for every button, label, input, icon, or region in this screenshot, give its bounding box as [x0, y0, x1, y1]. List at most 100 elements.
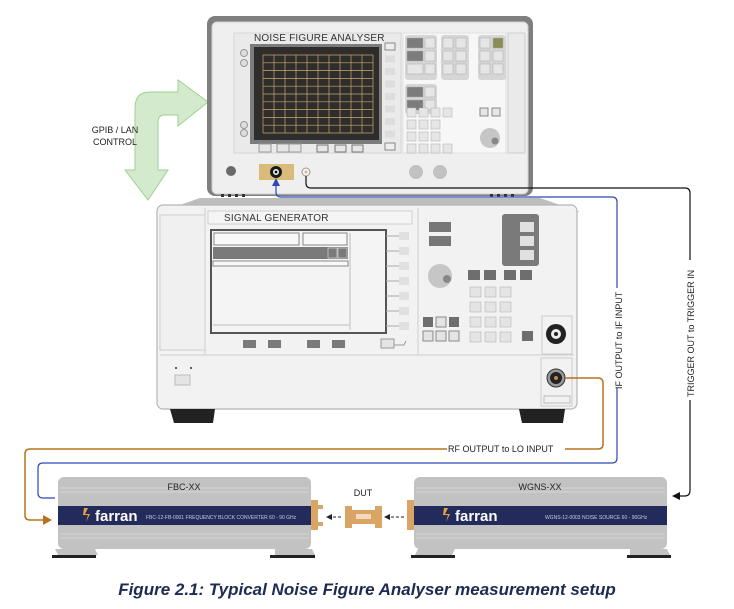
- sg-button[interactable]: [243, 340, 256, 348]
- nfa-key[interactable]: [479, 50, 491, 62]
- nfa-key[interactable]: [424, 99, 436, 111]
- nfa-button[interactable]: [258, 143, 272, 153]
- nfa-rotary-knob[interactable]: [480, 128, 500, 148]
- sg-key[interactable]: [499, 301, 512, 313]
- sg-button[interactable]: [332, 340, 345, 348]
- if-output-label: IF OUTPUT to IF INPUT: [614, 291, 624, 389]
- nfa-key[interactable]: [406, 131, 417, 142]
- sg-key[interactable]: [484, 331, 497, 343]
- nfa-key[interactable]: [418, 143, 429, 154]
- nfa-key[interactable]: [418, 131, 429, 142]
- rf-output-label: RF OUTPUT to LO INPUT: [448, 444, 554, 454]
- fbc-brand-name: farran: [95, 508, 138, 525]
- frequency-block-converter: farran FBC-12-FB-0001 FREQUENCY BLOCK CO…: [52, 477, 323, 558]
- nfa-softkey[interactable]: [384, 42, 396, 51]
- sg-softkey[interactable]: [399, 247, 409, 255]
- sg-button[interactable]: [380, 338, 395, 349]
- dut-label: DUT: [354, 488, 373, 498]
- sg-key[interactable]: [499, 286, 512, 298]
- nfa-key[interactable]: [430, 131, 441, 142]
- sg-key[interactable]: [520, 270, 532, 280]
- diagram-canvas: GPIB / LAN CONTROL: [24, 16, 696, 558]
- sg-softkey[interactable]: [399, 277, 409, 285]
- sg-key[interactable]: [468, 270, 480, 280]
- figure-caption: Figure 2.1: Typical Noise Figure Analyse…: [118, 580, 616, 599]
- nfa-key[interactable]: [406, 143, 417, 154]
- nfa-key[interactable]: [442, 143, 453, 154]
- nfa-key[interactable]: [406, 50, 424, 62]
- nfa-softkey[interactable]: [385, 80, 395, 88]
- nfa-power-button[interactable]: [226, 166, 236, 176]
- nfa-key[interactable]: [430, 119, 441, 130]
- nfa-key[interactable]: [442, 63, 454, 75]
- nfa-key[interactable]: [424, 86, 436, 98]
- nfa-key[interactable]: [406, 86, 424, 98]
- nfa-button[interactable]: [288, 143, 302, 153]
- sg-button[interactable]: [307, 340, 320, 348]
- nfa-arrow-key[interactable]: [491, 107, 501, 117]
- sg-key[interactable]: [469, 301, 482, 313]
- sg-softkey[interactable]: [399, 322, 409, 330]
- nfa-key[interactable]: [479, 37, 491, 49]
- nfa-key[interactable]: [479, 63, 491, 75]
- noise-figure-analyser: NOISE FIGURE ANALYSER: [207, 16, 533, 197]
- sg-button[interactable]: [429, 222, 451, 232]
- nfa-key[interactable]: [455, 37, 467, 49]
- nfa-softkey[interactable]: [385, 55, 395, 63]
- sg-softkey[interactable]: [399, 292, 409, 300]
- nfa-key[interactable]: [492, 37, 504, 49]
- signal-generator: SIGNAL GENERATOR: [156, 198, 580, 423]
- nfa-key[interactable]: [430, 107, 441, 118]
- sg-key[interactable]: [484, 286, 497, 298]
- nfa-arrow-key[interactable]: [479, 107, 489, 117]
- nfa-button[interactable]: [276, 143, 290, 153]
- sg-key[interactable]: [484, 301, 497, 313]
- nfa-key[interactable]: [492, 50, 504, 62]
- nfa-softkey[interactable]: [385, 68, 395, 75]
- nfa-softkeys: [384, 42, 396, 151]
- nfa-key[interactable]: [406, 119, 417, 130]
- sg-title: SIGNAL GENERATOR: [224, 213, 329, 224]
- noise-source: farran WGNS-12-0003 NOISE SOURCE 60 - 90…: [407, 477, 671, 558]
- sg-key[interactable]: [469, 331, 482, 343]
- nfa-key[interactable]: [455, 50, 467, 62]
- nfa-button[interactable]: [316, 144, 329, 153]
- sg-button[interactable]: [268, 340, 281, 348]
- nfa-key[interactable]: [442, 50, 454, 62]
- sg-key[interactable]: [484, 316, 497, 328]
- sg-key[interactable]: [469, 316, 482, 328]
- nfa-key[interactable]: [424, 50, 436, 62]
- sg-key[interactable]: [469, 286, 482, 298]
- nfa-softkey[interactable]: [385, 130, 395, 138]
- nfa-key[interactable]: [424, 63, 436, 75]
- nfa-key[interactable]: [430, 143, 441, 154]
- nfa-softkey[interactable]: [385, 105, 395, 113]
- nfa-key[interactable]: [492, 63, 504, 75]
- nfa-button[interactable]: [351, 144, 364, 153]
- nfa-softkey[interactable]: [385, 118, 395, 125]
- sg-key[interactable]: [504, 270, 516, 280]
- nfa-key[interactable]: [455, 63, 467, 75]
- nfa-key[interactable]: [442, 37, 454, 49]
- nfa-softkey[interactable]: [385, 93, 395, 100]
- nfa-button[interactable]: [334, 144, 347, 153]
- nfa-keypad: [406, 37, 504, 154]
- sg-key[interactable]: [499, 316, 512, 328]
- sg-softkey[interactable]: [399, 232, 409, 240]
- sg-screen-highlight: [213, 247, 348, 259]
- nfa-key[interactable]: [424, 37, 436, 49]
- sg-softkey[interactable]: [399, 262, 409, 270]
- nfa-key[interactable]: [418, 107, 429, 118]
- sg-softkey[interactable]: [399, 307, 409, 315]
- nfa-key[interactable]: [406, 37, 424, 49]
- nfa-key[interactable]: [406, 63, 424, 75]
- nfa-key[interactable]: [418, 119, 429, 130]
- sg-button[interactable]: [429, 236, 451, 246]
- nfa-key[interactable]: [406, 107, 417, 118]
- sg-key[interactable]: [499, 331, 512, 343]
- farran-logo-icon: [83, 508, 90, 522]
- nfa-key[interactable]: [442, 107, 453, 118]
- nfa-softkey[interactable]: [384, 142, 396, 151]
- sg-key[interactable]: [484, 270, 496, 280]
